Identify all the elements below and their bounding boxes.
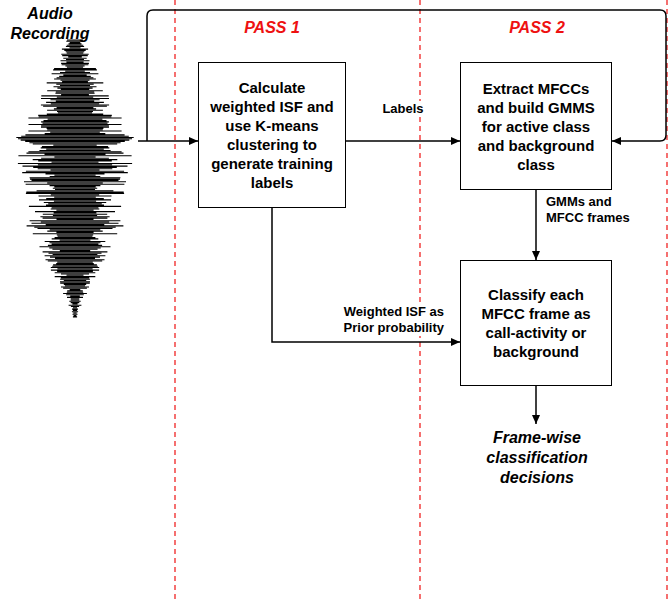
pass-divider [419, 0, 420, 599]
edge-label: GMMs and MFCC frames [544, 194, 634, 226]
io-label: Frame-wise classification decisions [466, 428, 608, 488]
box-text: Classify each MFCC frame as call-activit… [469, 285, 603, 361]
process-box: Classify each MFCC frame as call-activit… [460, 260, 612, 386]
edge-label: Weighted ISF as Prior probability [314, 304, 446, 336]
output-wire [535, 386, 537, 424]
pass-heading: PASS 2 [487, 18, 587, 38]
box-text: Calculate weighted ISF and use K-means c… [207, 78, 337, 192]
flow-arrow [535, 190, 537, 260]
pass-heading: PASS 1 [222, 18, 322, 38]
process-box: Calculate weighted ISF and use K-means c… [198, 62, 346, 208]
pass-divider [174, 0, 175, 599]
edge-label: Labels [380, 101, 425, 117]
audio-waveform [16, 40, 133, 317]
flow-arrow [346, 140, 460, 142]
io-label: Audio Recording [2, 4, 98, 44]
process-box: Extract MFCCs and build GMMS for active … [460, 62, 612, 190]
box-text: Extract MFCCs and build GMMS for active … [469, 79, 603, 174]
flow-arrow [272, 208, 460, 342]
